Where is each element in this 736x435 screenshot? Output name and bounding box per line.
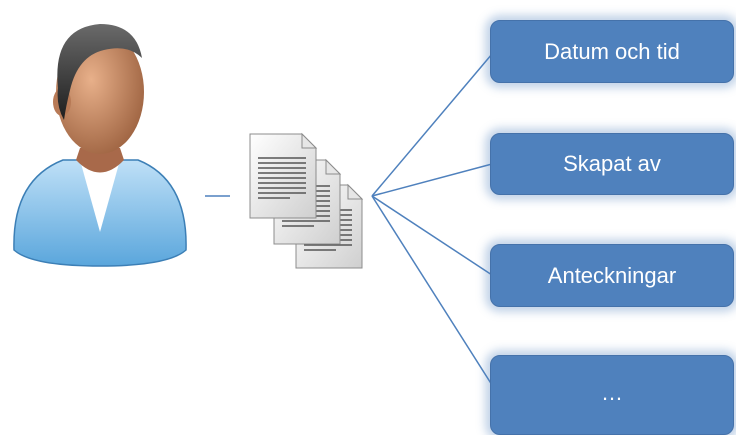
box-label: Anteckningar	[547, 262, 677, 288]
document-front	[249, 132, 318, 219]
box-ellipsis: …	[490, 355, 734, 435]
connector-to-anteckningar	[371, 195, 493, 276]
connector-to-ellipsis	[371, 195, 493, 386]
connector-lines	[205, 53, 493, 386]
user-icon	[13, 24, 187, 267]
box-label: Skapat av	[563, 151, 661, 176]
diagram-canvas: Datum och tid Skapat av Anteckningar …	[13, 20, 734, 435]
box-label: …	[601, 380, 623, 405]
connector-to-skapat-av	[371, 163, 493, 197]
box-datum-och-tid: Datum och tid	[490, 20, 734, 83]
connector-to-datum-och-tid	[371, 53, 493, 197]
box-skapat-av: Skapat av	[490, 133, 734, 195]
box-anteckningar: Anteckningar	[490, 244, 734, 307]
box-label: Datum och tid	[544, 38, 680, 64]
documents-icon	[249, 132, 364, 269]
